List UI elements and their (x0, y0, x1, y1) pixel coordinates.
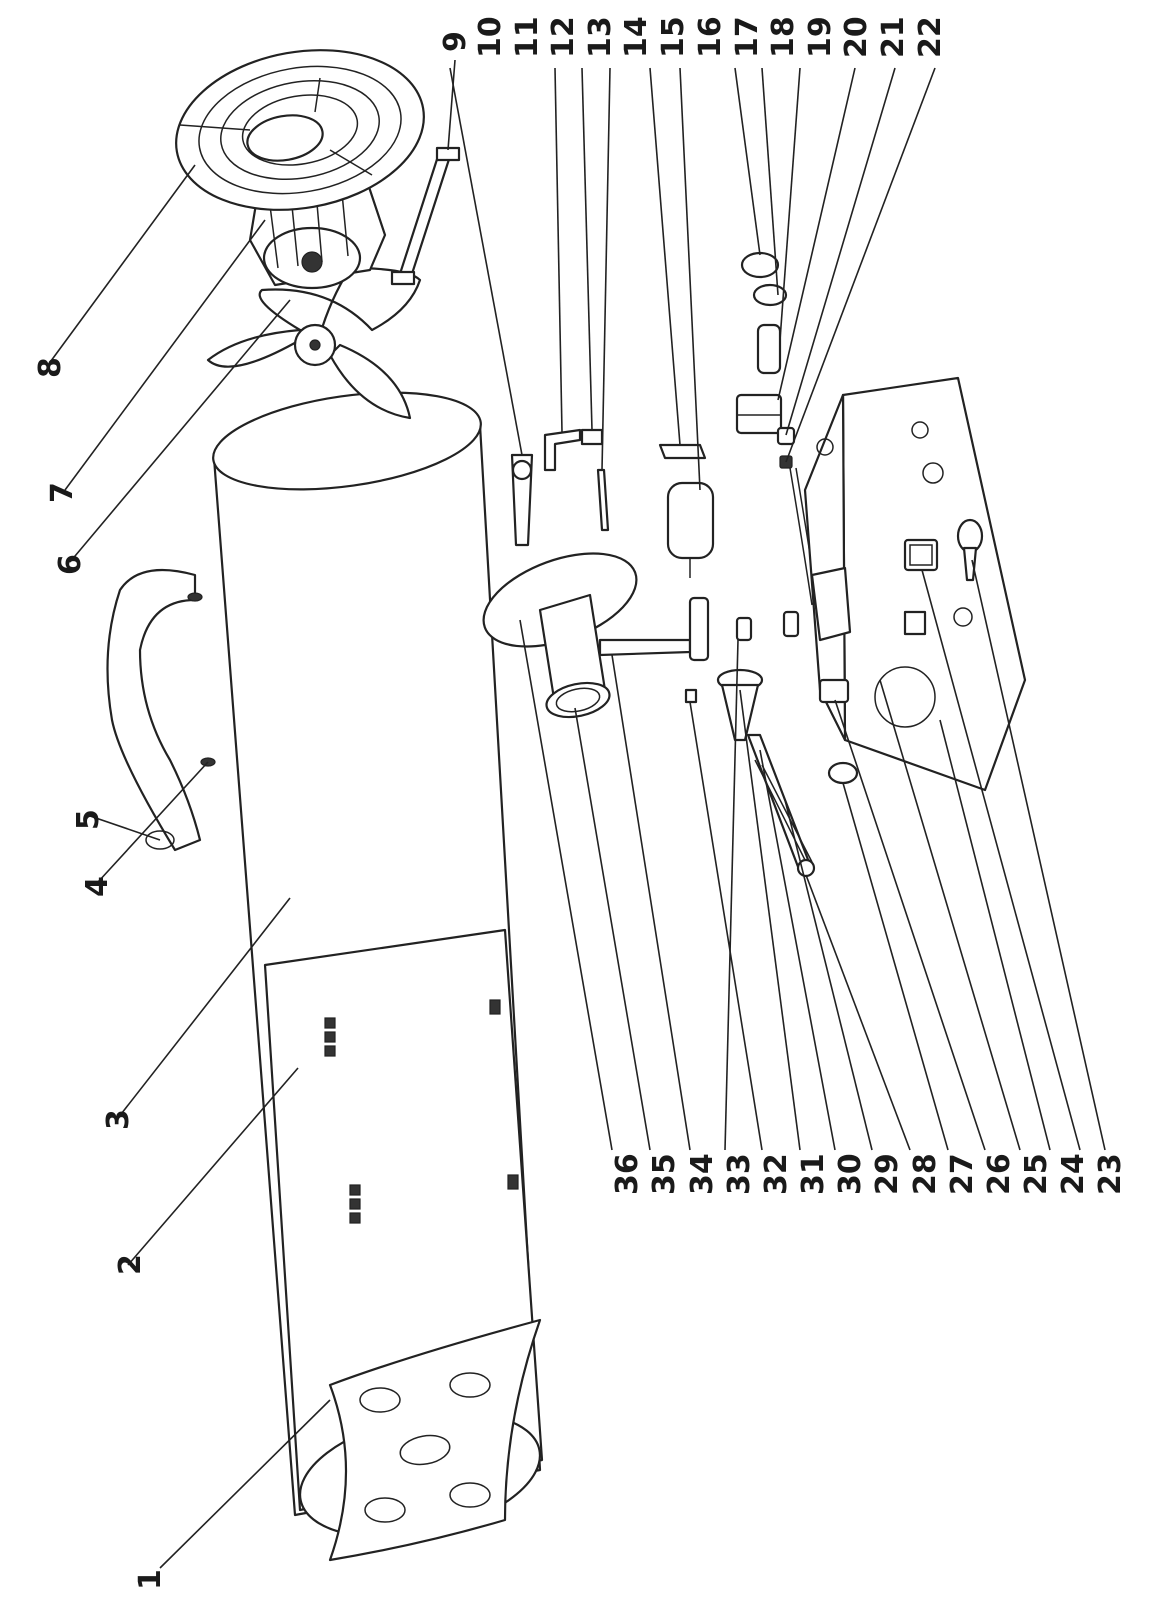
valve-body (756, 323, 782, 375)
control-box (803, 376, 1027, 792)
fan-blade (206, 266, 422, 420)
label-33: 33 (722, 1153, 757, 1195)
label-25: 25 (1019, 1153, 1054, 1195)
label-17: 17 (730, 16, 765, 58)
fitting (776, 426, 796, 469)
nut (580, 428, 604, 446)
label-12: 12 (546, 16, 581, 58)
rear-guard (175, 49, 425, 211)
label-23: 23 (1093, 1153, 1128, 1195)
label-31: 31 (796, 1153, 831, 1195)
label-32: 32 (759, 1153, 794, 1195)
label-28: 28 (908, 1153, 943, 1195)
label-11: 11 (510, 16, 545, 58)
label-24: 24 (1056, 1153, 1091, 1195)
label-16: 16 (693, 16, 728, 58)
nozzle (735, 616, 753, 642)
label-34: 34 (685, 1153, 720, 1195)
label-13: 13 (583, 16, 618, 58)
solenoid-valve (735, 393, 783, 435)
label-35: 35 (647, 1153, 682, 1195)
label-4: 4 (80, 876, 115, 897)
label-29: 29 (870, 1153, 905, 1195)
motor-bracket (390, 146, 461, 286)
label-18: 18 (766, 16, 801, 58)
burner-assembly (482, 552, 710, 719)
label-8: 8 (33, 357, 68, 378)
front-plate (328, 1318, 542, 1562)
label-1: 1 (133, 1569, 168, 1590)
capacitor-bracket (658, 443, 707, 460)
label-3: 3 (101, 1109, 136, 1130)
label-36: 36 (610, 1153, 645, 1195)
valve-knob (740, 251, 788, 307)
label-27: 27 (945, 1153, 980, 1195)
label-22: 22 (913, 16, 948, 58)
label-20: 20 (839, 16, 874, 58)
l-bracket (543, 428, 582, 472)
label-5: 5 (71, 809, 106, 830)
label-7: 7 (45, 482, 80, 503)
label-14: 14 (619, 16, 654, 58)
thermocouple (596, 468, 610, 532)
label-2: 2 (113, 1254, 148, 1275)
label-21: 21 (876, 16, 911, 58)
label-30: 30 (833, 1153, 868, 1195)
leader-lines (47, 59, 1106, 1569)
ignition-electrode (510, 453, 534, 547)
label-6: 6 (53, 554, 88, 575)
part-labels: 1 2 3 4 5 6 7 8 9 10 11 12 13 14 15 16 1… (33, 16, 1128, 1590)
gas-connector (716, 668, 764, 742)
label-15: 15 (656, 16, 691, 58)
heating-element (746, 733, 816, 878)
label-9: 9 (438, 31, 473, 52)
nozzle-holder (782, 610, 800, 638)
label-10: 10 (473, 16, 508, 58)
screw-small (684, 688, 698, 704)
label-26: 26 (982, 1153, 1017, 1195)
capacitor (666, 481, 715, 578)
handle (106, 568, 216, 852)
label-19: 19 (803, 16, 838, 58)
